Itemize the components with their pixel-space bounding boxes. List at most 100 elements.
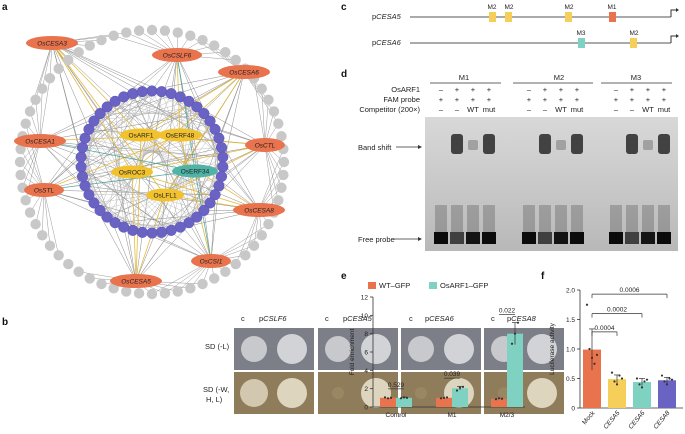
emsa-header: M1 M2 M3 OsARF1 FAM probe Competitor (20… bbox=[359, 73, 672, 114]
outer-node bbox=[84, 273, 95, 284]
edge bbox=[123, 96, 266, 146]
panel-label-b: b bbox=[2, 317, 8, 328]
smear bbox=[467, 205, 479, 232]
y-tick-label: 4 bbox=[364, 368, 368, 375]
svg-text:M1: M1 bbox=[607, 4, 616, 11]
edge bbox=[132, 93, 212, 262]
legend-label-wt: WT–GFP bbox=[379, 281, 410, 290]
outer-node bbox=[256, 230, 267, 241]
inner-node bbox=[127, 88, 139, 100]
inner-node bbox=[109, 217, 121, 229]
y-axis-label: Luciferase activity bbox=[549, 322, 556, 374]
gene-node-OsCESA5: OsCESA5 bbox=[110, 274, 162, 288]
lane-fam: + bbox=[455, 95, 460, 104]
shift-band bbox=[658, 134, 670, 154]
lane-fam: + bbox=[575, 95, 580, 104]
free-probe-band bbox=[657, 232, 671, 244]
shift-band-faint bbox=[643, 140, 653, 150]
outer-node bbox=[278, 169, 289, 181]
shift-band bbox=[483, 134, 495, 154]
svg-text:OsCTL: OsCTL bbox=[255, 143, 276, 150]
free-probe-band bbox=[554, 232, 568, 244]
lane-fam: + bbox=[614, 95, 619, 104]
edge bbox=[39, 140, 172, 231]
edge-tf bbox=[135, 134, 142, 282]
smear bbox=[571, 205, 583, 232]
edge bbox=[51, 42, 101, 114]
panel-label-c: c bbox=[341, 2, 347, 13]
c-promoter-line-2: M3 M2 bbox=[410, 30, 679, 48]
shift-band bbox=[626, 134, 638, 154]
outer-node bbox=[240, 250, 251, 261]
point bbox=[660, 374, 664, 377]
point bbox=[585, 303, 589, 306]
smear bbox=[658, 205, 670, 232]
gene-node-OsCESA6: OsCESA6 bbox=[218, 65, 270, 79]
outer-node bbox=[273, 195, 284, 206]
outer-node bbox=[220, 47, 231, 58]
outer-node bbox=[121, 27, 132, 38]
point bbox=[635, 377, 639, 380]
bar bbox=[633, 382, 651, 408]
b-label-CESA8: pCESA8 bbox=[507, 314, 537, 323]
yeast-spot bbox=[277, 378, 307, 408]
point bbox=[668, 377, 671, 380]
inner-node bbox=[101, 211, 113, 223]
p-value: 0.0006 bbox=[620, 287, 640, 294]
edge bbox=[253, 78, 266, 146]
point bbox=[386, 397, 390, 400]
lane-competitor: WT bbox=[467, 105, 479, 114]
yeast-spot bbox=[527, 334, 557, 364]
edge bbox=[43, 189, 216, 195]
shift-band bbox=[571, 134, 583, 154]
gene-node-OsCESA3: OsCESA3 bbox=[26, 36, 78, 50]
svg-text:M3: M3 bbox=[631, 73, 641, 82]
inner-node bbox=[146, 227, 158, 239]
svg-text:M2: M2 bbox=[487, 4, 496, 11]
edge bbox=[39, 78, 51, 142]
inner-node bbox=[94, 204, 106, 217]
outer-node bbox=[30, 219, 41, 230]
inner-node bbox=[198, 107, 210, 120]
outer-node bbox=[73, 47, 84, 58]
lane-osarf1: + bbox=[471, 85, 476, 94]
gene-node-OsCSLF6: OsCSLF6 bbox=[152, 48, 202, 62]
edge-tf bbox=[131, 144, 266, 173]
edge-tf bbox=[131, 171, 260, 211]
free-probe-band bbox=[538, 232, 552, 244]
outer-node bbox=[73, 266, 84, 277]
y-tick-label: 0 bbox=[364, 405, 368, 412]
edge-tf bbox=[43, 170, 196, 191]
b-label-CESA5: pCESA5 bbox=[343, 314, 373, 323]
y-tick-label: 6 bbox=[364, 350, 368, 357]
inner-node bbox=[76, 170, 89, 182]
outer-node bbox=[159, 25, 171, 36]
inner-node-ring bbox=[75, 85, 229, 239]
p-value: 0.0002 bbox=[607, 307, 627, 314]
gene-node-OsSTL: OsSTL bbox=[24, 183, 64, 197]
outer-node bbox=[230, 54, 241, 66]
x-tick-label: M1 bbox=[447, 412, 456, 419]
outer-node bbox=[63, 54, 74, 66]
outer-node bbox=[37, 83, 48, 94]
lane-fam: + bbox=[646, 95, 651, 104]
panel-label-f: f bbox=[541, 271, 545, 282]
lane-competitor: – bbox=[543, 105, 548, 114]
point bbox=[399, 397, 403, 400]
edge bbox=[84, 54, 178, 186]
svg-text:OsCESA1: OsCESA1 bbox=[25, 139, 55, 146]
inner-node bbox=[215, 142, 228, 154]
yeast-headers: c pCSLF6 c pCESA5 c pCESA6 c pCESA8 bbox=[241, 314, 537, 323]
outer-node bbox=[172, 286, 183, 297]
outer-node bbox=[263, 94, 274, 105]
outer-node bbox=[185, 30, 196, 41]
edge bbox=[43, 189, 51, 246]
outer-node bbox=[84, 40, 95, 51]
lane-fam: + bbox=[439, 95, 444, 104]
p-value: 0.022 bbox=[499, 307, 516, 314]
y-tick-label: 8 bbox=[364, 331, 368, 338]
free-probe-band bbox=[466, 232, 480, 244]
tf-node-OsARF1: OsARF1 bbox=[120, 128, 162, 142]
inner-node bbox=[209, 189, 221, 201]
bar-wt bbox=[380, 397, 396, 407]
